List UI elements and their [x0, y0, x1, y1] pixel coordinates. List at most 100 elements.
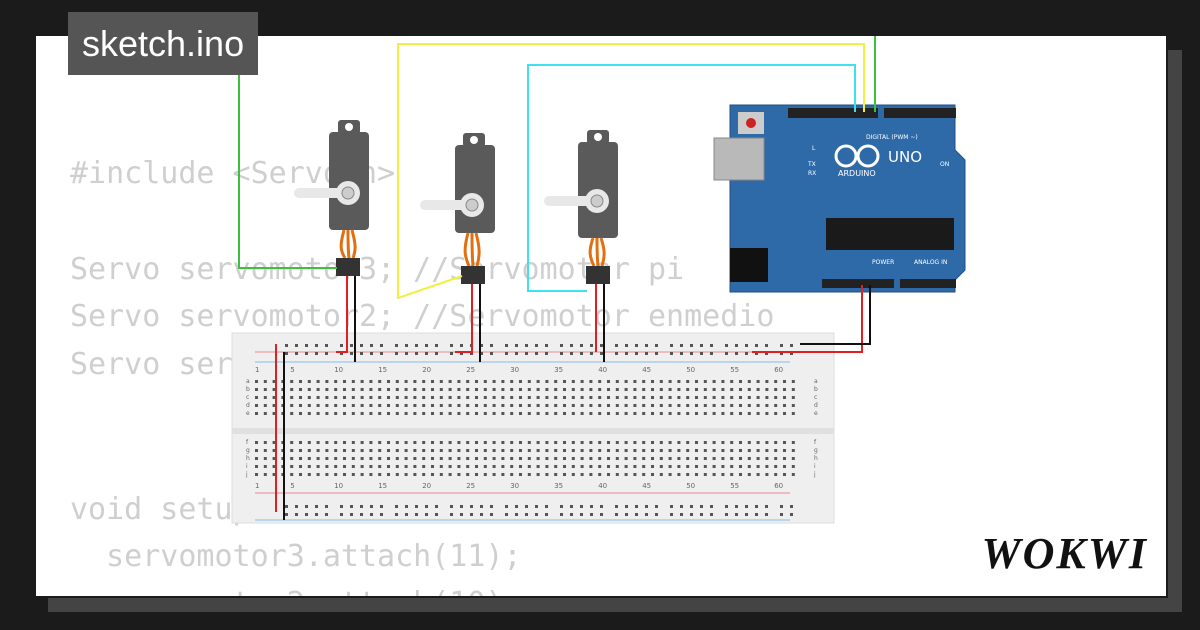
breadboard-hole — [448, 441, 452, 444]
breadboard-hole — [431, 465, 434, 468]
rail-hole — [405, 344, 408, 347]
breadboard-hole — [589, 404, 593, 407]
column-number: 5 — [290, 482, 294, 490]
breadboard-hole — [343, 465, 346, 468]
breadboard-hole — [325, 412, 329, 415]
breadboard-hole — [536, 396, 540, 399]
breadboard-hole — [422, 388, 426, 391]
rail-hole — [560, 344, 563, 347]
breadboard-hole — [510, 441, 514, 444]
breadboard-hole — [492, 449, 496, 452]
breadboard-hole — [475, 449, 478, 452]
breadboard-hole — [783, 396, 786, 399]
breadboard-hole — [695, 457, 698, 460]
breadboard-hole — [703, 396, 707, 399]
rail-hole — [580, 513, 583, 516]
breadboard-hole — [730, 465, 734, 468]
breadboard-hole — [439, 388, 443, 391]
breadboard-hole — [281, 404, 285, 407]
breadboard-hole — [334, 412, 338, 415]
breadboard-hole — [642, 473, 646, 476]
breadboard-hole — [448, 380, 452, 383]
breadboard-hole — [721, 457, 725, 460]
breadboard-hole — [615, 449, 619, 452]
breadboard-hole — [571, 473, 575, 476]
reset-button[interactable] — [746, 118, 756, 128]
breadboard-hole — [466, 404, 470, 407]
breadboard-hole — [730, 388, 734, 391]
row-letter: i — [814, 463, 816, 470]
breadboard-hole — [281, 457, 285, 460]
rail-hole — [635, 344, 638, 347]
breadboard-hole — [422, 457, 426, 460]
breadboard-hole — [290, 388, 294, 391]
breadboard-hole — [791, 473, 795, 476]
breadboard-hole — [607, 388, 610, 391]
breadboard-hole — [747, 388, 751, 391]
analog-header — [900, 279, 956, 288]
breadboard-hole — [255, 473, 258, 476]
column-number: 40 — [598, 366, 607, 374]
breadboard-hole — [475, 473, 478, 476]
column-number: 55 — [730, 482, 739, 490]
breadboard-hole — [510, 388, 514, 391]
rail-hole — [325, 505, 328, 508]
breadboard-hole — [651, 473, 654, 476]
sketch-title[interactable]: sketch.ino — [68, 12, 259, 75]
breadboard-hole — [624, 380, 628, 383]
breadboard-hole — [695, 380, 698, 383]
breadboard-hole — [554, 396, 558, 399]
breadboard-hole — [589, 457, 593, 460]
breadboard-hole — [545, 380, 549, 383]
breadboard-hole — [739, 396, 742, 399]
breadboard-hole — [571, 388, 575, 391]
rail-hole — [790, 513, 793, 516]
rail-hole — [755, 505, 758, 508]
breadboard-hole — [589, 465, 593, 468]
breadboard-hole — [783, 404, 786, 407]
breadboard-hole — [571, 449, 575, 452]
breadboard-hole — [774, 404, 778, 407]
column-number: 25 — [466, 482, 475, 490]
breadboard-hole — [387, 388, 390, 391]
breadboard-hole — [272, 441, 276, 444]
analog-label: ANALOG IN — [914, 259, 947, 266]
rail-hole — [755, 352, 758, 355]
breadboard-hole — [369, 441, 373, 444]
breadboard-hole — [668, 388, 672, 391]
breadboard-hole — [747, 449, 751, 452]
breadboard-hole — [255, 412, 258, 415]
rail-hole — [460, 352, 463, 355]
breadboard-hole — [457, 404, 461, 407]
breadboard-hole — [387, 412, 390, 415]
breadboard-hole — [598, 473, 602, 476]
breadboard-hole — [492, 457, 496, 460]
breadboard-hole — [642, 412, 646, 415]
breadboard-hole — [299, 473, 302, 476]
row-letter: d — [814, 402, 818, 409]
breadboard-hole — [791, 412, 795, 415]
row-letter: h — [814, 455, 818, 462]
breadboard-hole — [299, 380, 302, 383]
rail-hole — [710, 352, 713, 355]
breadboard-hole — [492, 465, 496, 468]
breadboard-hole — [281, 441, 285, 444]
digital-label: DIGITAL (PWM ~) — [866, 134, 918, 141]
breadboard-hole — [545, 404, 549, 407]
breadboard-hole — [316, 457, 320, 460]
breadboard-hole — [765, 412, 769, 415]
breadboard-hole — [316, 441, 320, 444]
breadboard: 1155101015152020252530303535404045455050… — [231, 332, 835, 524]
breadboard-hole — [686, 404, 690, 407]
breadboard-hole — [263, 449, 267, 452]
rail-hole — [545, 513, 548, 516]
breadboard-hole — [404, 465, 408, 468]
breadboard-hole — [624, 473, 628, 476]
breadboard-hole — [580, 441, 584, 444]
rail-hole — [735, 505, 738, 508]
rail-hole — [570, 513, 573, 516]
breadboard-hole — [316, 388, 320, 391]
rail-hole — [285, 505, 288, 508]
breadboard-hole — [791, 388, 795, 391]
breadboard-hole — [563, 457, 566, 460]
